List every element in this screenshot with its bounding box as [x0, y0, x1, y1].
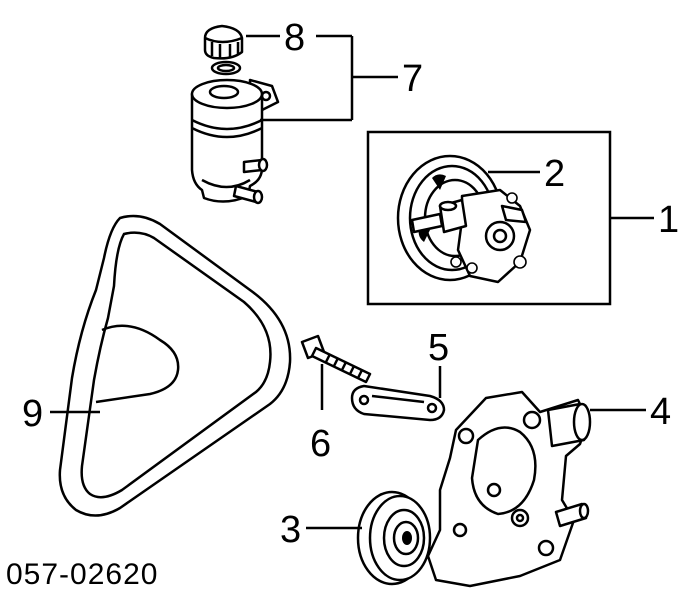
callout-6: 6 — [310, 423, 331, 465]
callout-2: 2 — [544, 153, 565, 195]
adjust-plate — [350, 384, 446, 422]
reservoir-tank — [190, 78, 280, 205]
callout-1: 1 — [658, 199, 679, 241]
power-steering-pump — [396, 154, 532, 284]
bolt — [300, 334, 372, 384]
drive-belt — [58, 214, 292, 517]
diagram-part-number: 057-02620 — [6, 558, 158, 591]
reservoir-cap — [203, 24, 244, 60]
reservoir-seal — [210, 60, 242, 76]
callout-9: 9 — [22, 393, 43, 435]
idler-pulley — [356, 490, 432, 586]
callout-5: 5 — [428, 327, 449, 369]
callout-4: 4 — [650, 391, 671, 433]
callout-bracket-7-8 — [246, 34, 398, 122]
callout-7: 7 — [402, 58, 423, 100]
callout-3: 3 — [280, 509, 301, 551]
mounting-bracket — [426, 390, 592, 588]
callout-8: 8 — [284, 17, 305, 59]
